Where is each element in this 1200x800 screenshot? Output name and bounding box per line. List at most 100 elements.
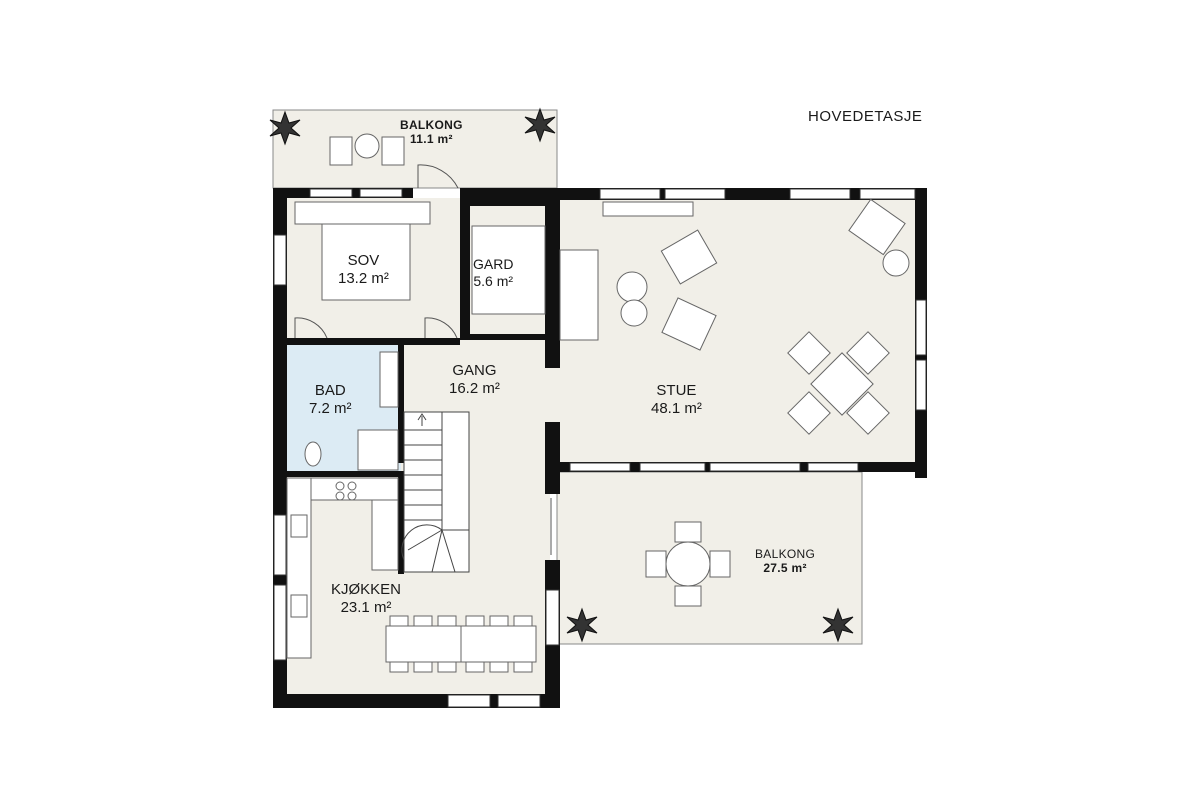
window <box>497 694 541 708</box>
chair <box>674 585 702 607</box>
chair <box>846 331 890 375</box>
window <box>447 694 491 708</box>
chair <box>709 550 731 578</box>
wall <box>398 471 404 574</box>
door-swing <box>424 317 458 339</box>
coffee-table <box>620 299 648 327</box>
wall <box>470 334 545 340</box>
windows <box>273 188 927 708</box>
window <box>569 462 631 472</box>
room-name: BAD <box>314 382 346 399</box>
wardrobe <box>294 201 431 225</box>
plants <box>269 107 854 643</box>
chair <box>465 615 485 627</box>
hob-ring <box>335 491 345 501</box>
armchair <box>661 297 717 351</box>
room-name: BALKONG <box>755 547 816 561</box>
wall <box>398 345 404 463</box>
wall <box>460 188 560 200</box>
tv-bench <box>602 201 694 217</box>
room-label-stue: STUE 48.1 m² <box>651 382 702 418</box>
chair <box>413 615 433 627</box>
closet <box>471 225 546 315</box>
chair <box>645 550 667 578</box>
plant-icon <box>524 107 556 143</box>
chair <box>437 615 457 627</box>
room-name: GARD <box>473 256 514 272</box>
room-name: BALKONG <box>400 118 463 132</box>
window <box>309 188 353 198</box>
room-name: GANG <box>452 362 497 379</box>
wall <box>287 471 404 477</box>
chair <box>787 391 831 435</box>
room-area: 5.6 m² <box>473 272 514 289</box>
window <box>859 188 916 200</box>
chair <box>513 615 533 627</box>
staircase <box>401 411 470 573</box>
armchair <box>329 136 353 166</box>
chair <box>513 661 533 673</box>
plan-title: HOVEDETASJE <box>808 108 923 125</box>
room-area: 7.2 m² <box>309 400 352 417</box>
window <box>359 188 403 198</box>
wall <box>545 422 560 494</box>
plant-icon <box>566 607 598 643</box>
doors <box>294 164 552 555</box>
room-area: 48.1 m² <box>651 400 702 417</box>
room-label-bad: BAD 7.2 m² <box>309 382 352 418</box>
window <box>545 589 560 646</box>
room-label-gang: GANG 16.2 m² <box>449 362 500 398</box>
window <box>273 584 287 661</box>
kitchen-sink <box>290 594 308 618</box>
room-name: STUE <box>656 382 697 399</box>
furniture <box>286 133 910 673</box>
chair <box>389 615 409 627</box>
chair <box>846 391 890 435</box>
chair <box>437 661 457 673</box>
round-table <box>354 133 380 159</box>
chair <box>674 521 702 543</box>
window <box>273 514 287 576</box>
window <box>709 462 801 472</box>
room-label-kjokken: KJØKKEN 23.1 m² <box>331 581 401 617</box>
window <box>664 188 726 200</box>
window <box>789 188 851 200</box>
chair <box>489 661 509 673</box>
window <box>273 234 287 286</box>
hob-ring <box>347 481 357 491</box>
room-area: 11.1 m² <box>409 132 453 147</box>
room-area: 23.1 m² <box>340 599 392 616</box>
window <box>915 359 927 411</box>
room-label-sov: SOV 13.2 m² <box>338 252 389 288</box>
room-label-balcony-top: BALKONG 11.1 m² <box>400 118 463 147</box>
wall <box>545 188 560 368</box>
round-dining-table <box>665 541 711 587</box>
double-bed <box>321 223 411 301</box>
hob-ring <box>347 491 357 501</box>
toilet <box>304 441 322 467</box>
room-area: 13.2 m² <box>338 270 389 287</box>
shower <box>357 429 399 471</box>
room-area: 27.5 m² <box>763 561 807 576</box>
balcony-top-floor <box>272 109 558 189</box>
door-swing <box>417 164 459 189</box>
room-label-gard: GARD 5.6 m² <box>473 256 513 290</box>
chair <box>787 331 831 375</box>
chair <box>413 661 433 673</box>
chair <box>489 615 509 627</box>
door-swing <box>294 317 328 339</box>
armchair <box>381 136 405 166</box>
armchair <box>660 229 718 285</box>
wall <box>273 188 287 708</box>
stair-outline <box>403 411 470 573</box>
dining-table <box>810 352 874 416</box>
plant-icon <box>269 110 301 146</box>
plant-icon <box>822 607 854 643</box>
window <box>639 462 706 472</box>
armchair <box>848 198 906 256</box>
wall <box>287 338 460 345</box>
room-label-balcony-right: BALKONG 27.5 m² <box>755 547 815 576</box>
side-table <box>882 249 910 277</box>
room-name: SOV <box>347 252 380 269</box>
